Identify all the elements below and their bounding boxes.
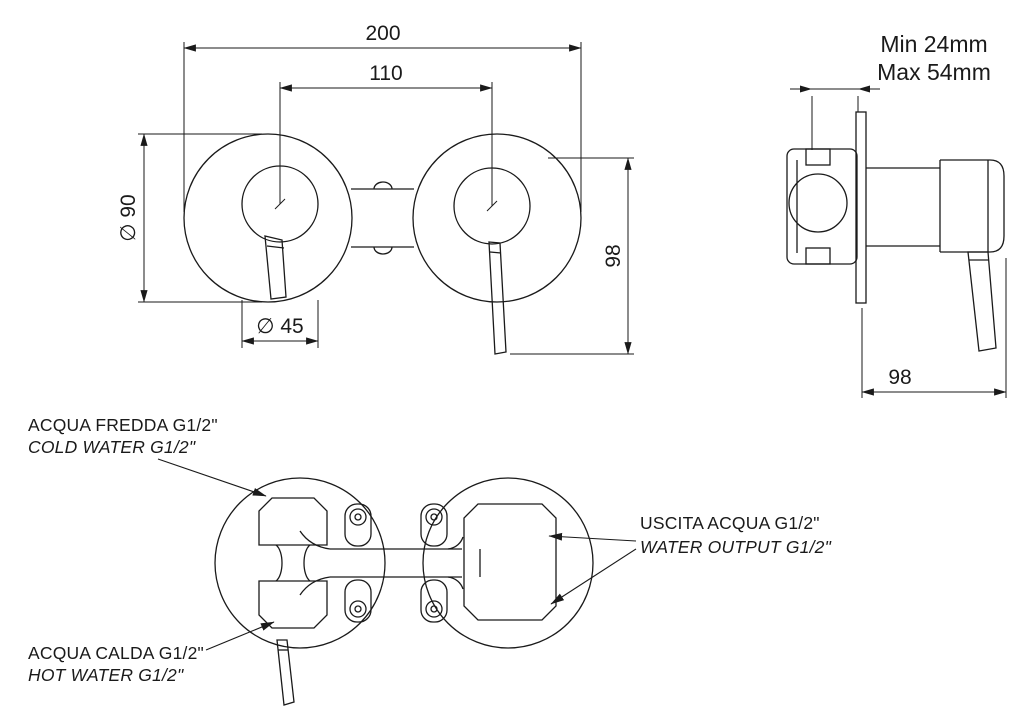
rough-right-circle: [422, 477, 594, 649]
hot-water-leader-line: [205, 621, 275, 651]
dim-label-110: 110: [369, 62, 402, 85]
dim-body-depth-98: [861, 258, 1007, 398]
cartridge-body-side: [866, 159, 1005, 253]
dim-handle-diameter-45: [241, 300, 319, 348]
cold-water-leader-line: [157, 458, 267, 497]
lever-side: [967, 251, 997, 352]
left-escutcheon-circle: [183, 133, 353, 303]
dim-label-diameter-90: ∅ 90: [117, 194, 140, 242]
wall-max-label: Max 54mm: [877, 59, 991, 85]
mounting-tab-top-right: [420, 503, 448, 547]
rough-in-view: [214, 477, 594, 706]
hot-inlet-fitting: [258, 580, 328, 629]
dim-plate-diameter-90: [138, 133, 262, 303]
connecting-bar: [299, 530, 464, 596]
water-output-leader-line-bottom: [550, 548, 637, 605]
dim-overall-width-200: [183, 42, 582, 212]
dim-lever-drop-98: [510, 157, 634, 355]
lever-rough-in: [276, 639, 295, 706]
cold-water-label-it: ACQUA FREDDA G1/2": [28, 415, 218, 435]
dim-wall-thickness: [790, 85, 880, 150]
side-view-dimensions: [790, 85, 1007, 398]
spindle-waist: [275, 544, 311, 582]
hot-water-label-en: HOT WATER G1/2": [28, 665, 184, 685]
dim-label-200: 200: [365, 22, 400, 45]
mounting-tab-bottom-right: [420, 579, 448, 623]
water-output-label-it: USCITA ACQUA G1/2": [640, 513, 820, 533]
water-output-label-en: WATER OUTPUT G1/2": [640, 537, 832, 557]
center-connector-body: [351, 181, 414, 255]
left-lever: [264, 235, 287, 300]
hot-water-label-it: ACQUA CALDA G1/2": [28, 643, 204, 663]
center-ticks: [274, 198, 498, 212]
dim-handle-centers-110: [279, 82, 493, 206]
front-view: [183, 133, 582, 355]
right-lever: [488, 241, 507, 355]
water-output-leader-line-top: [548, 532, 637, 542]
annotation-water-output: USCITA ACQUA G1/2" WATER OUTPUT G1/2": [548, 513, 832, 605]
cold-inlet-fitting: [258, 497, 328, 546]
rough-left-circle: [214, 477, 386, 649]
cold-water-label-en: COLD WATER G1/2": [28, 437, 196, 457]
in-wall-valve-body: [786, 148, 858, 265]
dim-label-98-front: 98: [602, 244, 625, 267]
dim-label-98-side: 98: [888, 366, 911, 389]
annotation-cold-water: ACQUA FREDDA G1/2" COLD WATER G1/2": [28, 415, 267, 497]
wall-plate-side: [855, 111, 867, 304]
mounting-tab-top-left: [344, 503, 372, 547]
dim-label-diameter-45: ∅ 45: [256, 315, 304, 338]
wall-min-label: Min 24mm: [880, 31, 987, 57]
annotation-hot-water: ACQUA CALDA G1/2" HOT WATER G1/2": [28, 621, 275, 685]
front-view-dimensions: [138, 42, 634, 355]
side-view: [786, 111, 1005, 352]
output-valve-body: [463, 503, 557, 621]
right-escutcheon-circle: [412, 133, 582, 303]
mounting-tab-bottom-left: [344, 579, 372, 623]
